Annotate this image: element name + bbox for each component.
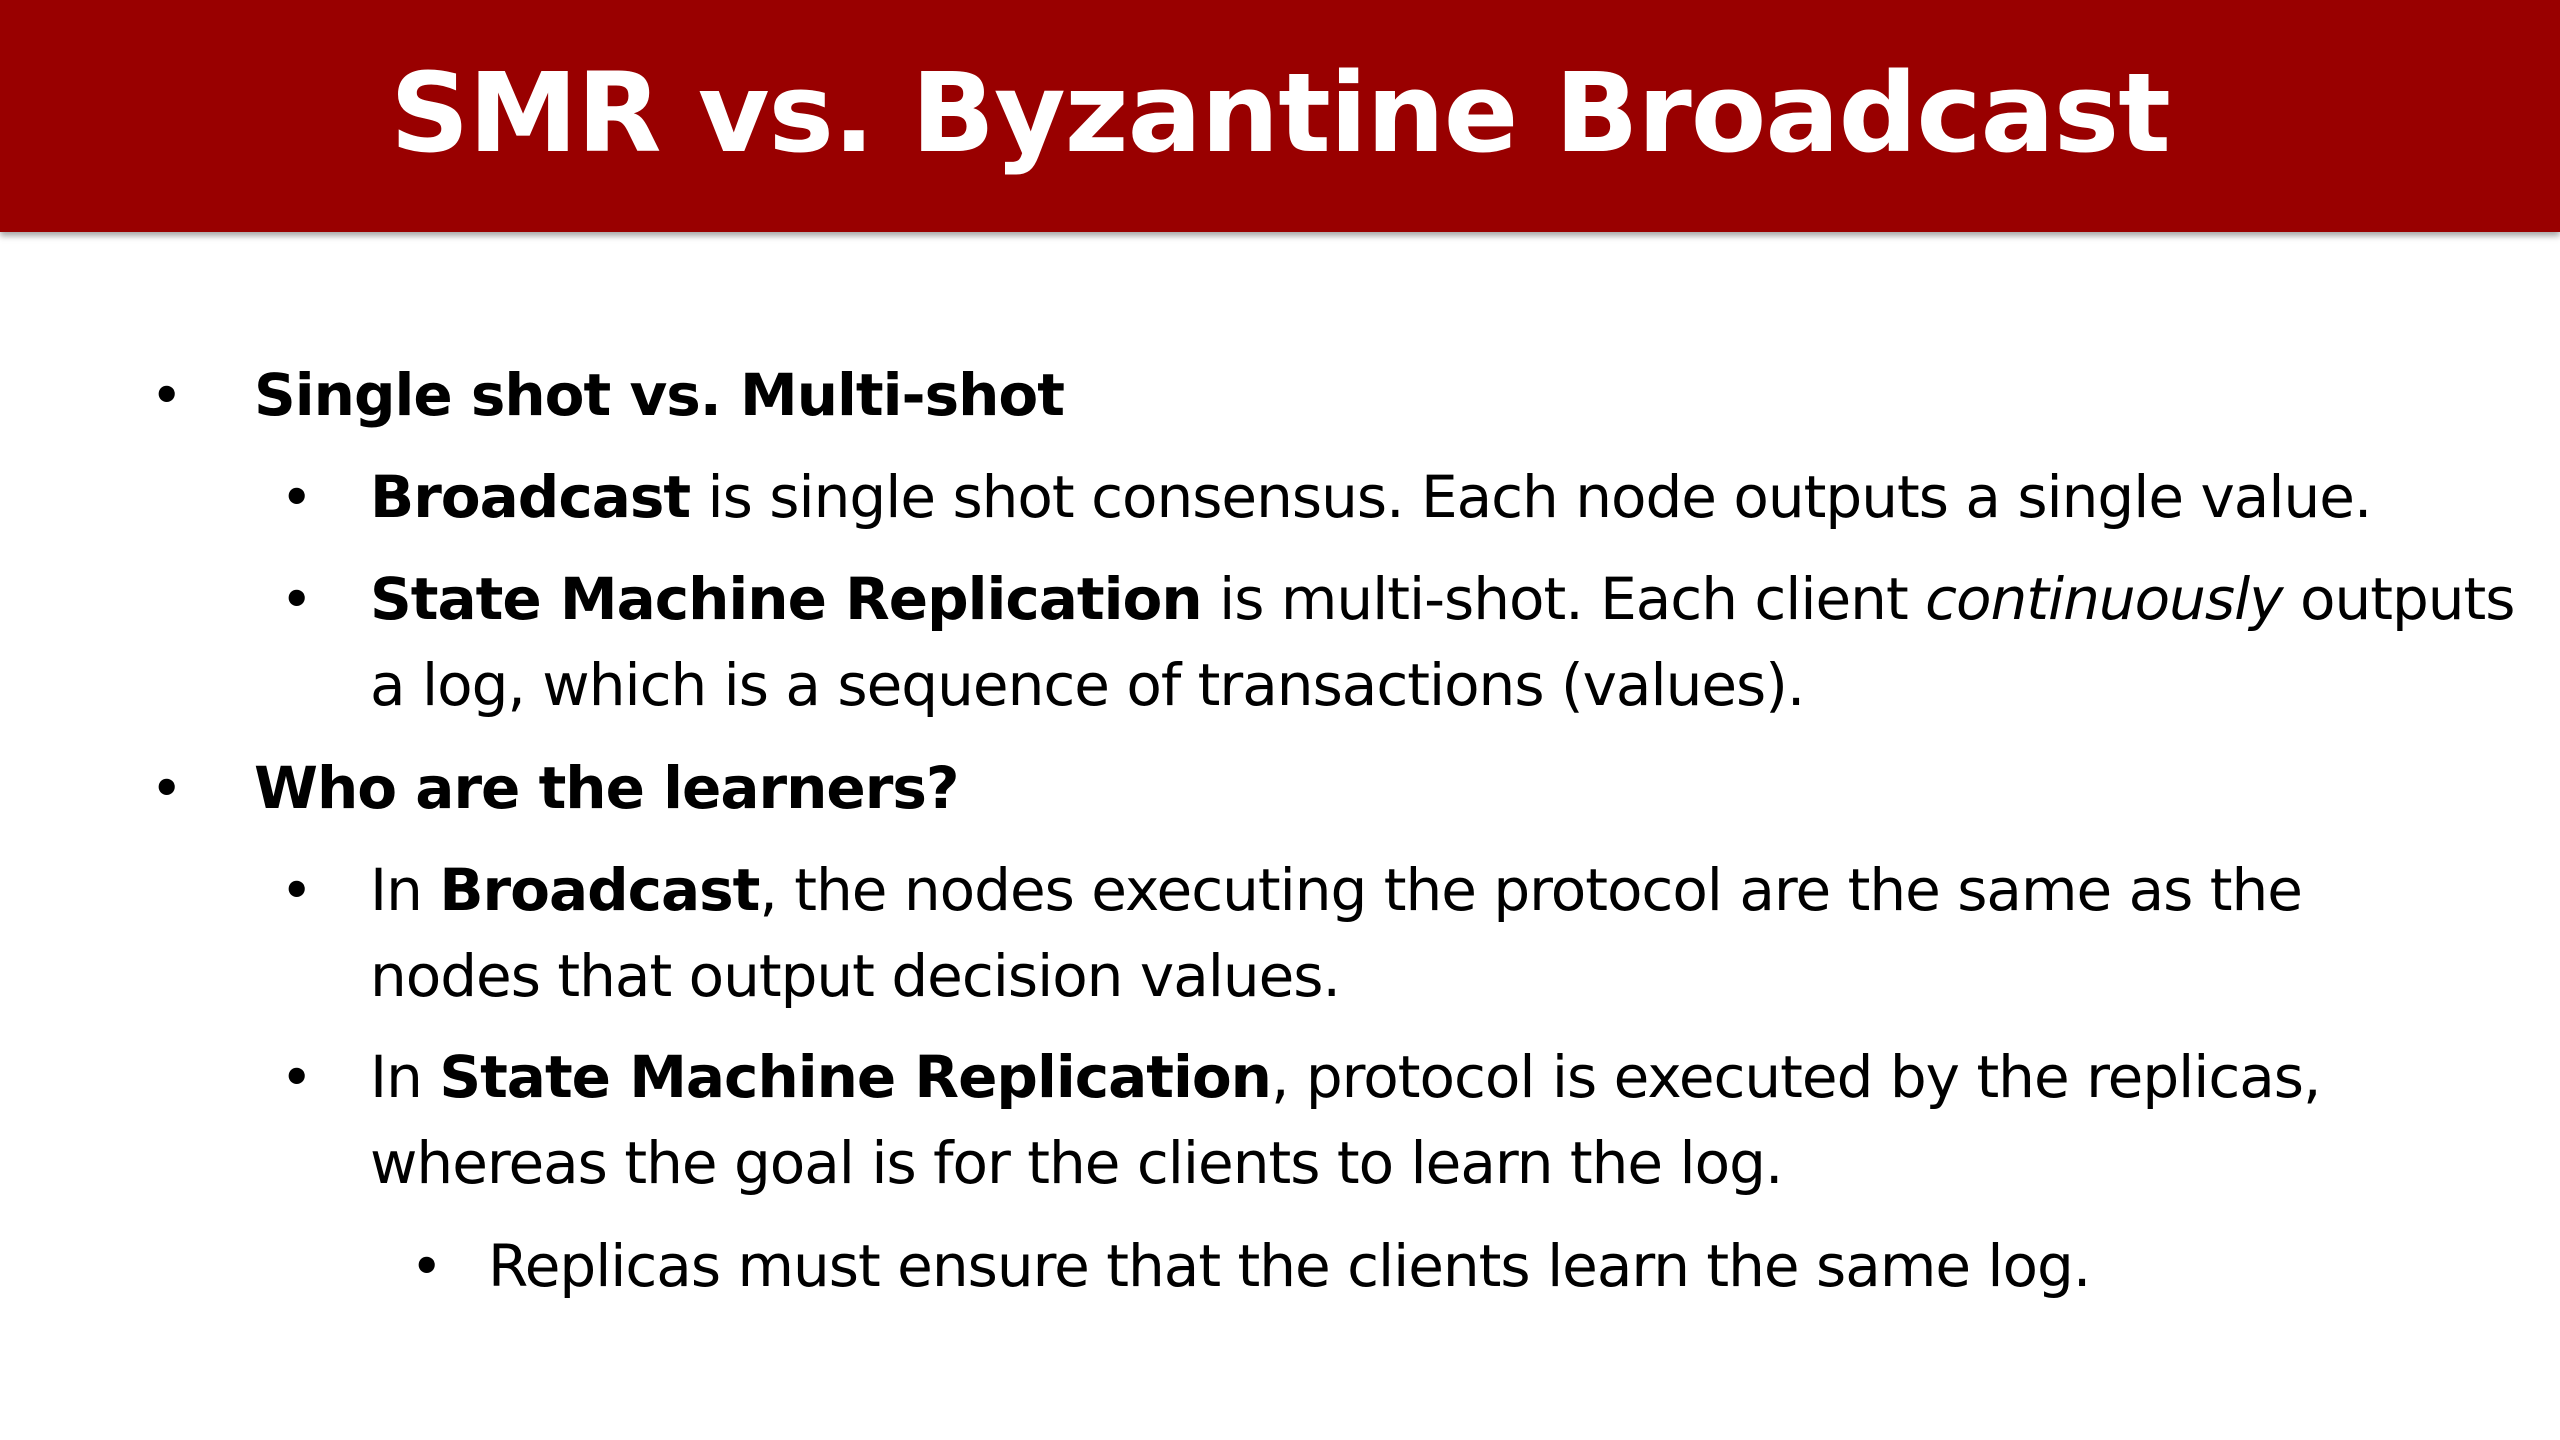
item-text: In Broadcast, the nodes executing the pr… <box>370 847 2303 1019</box>
item-text: Broadcast is single shot consensus. Each… <box>370 454 2373 540</box>
item-rest: is single shot consensus. Each node outp… <box>690 463 2373 531</box>
bullet-section-1: • Single shot vs. Multi-shot <box>148 352 1065 438</box>
item-rest: , the nodes executing the protocol are t… <box>759 856 2303 924</box>
item-rest: is multi-shot. Each client <box>1201 565 1926 633</box>
item-italic: continuously <box>1925 565 2283 633</box>
item-bold-term: Broadcast <box>439 856 760 924</box>
bullet-item-2-1: • In Broadcast, the nodes executing the … <box>276 847 2303 1019</box>
bullet-dot: • <box>152 761 181 815</box>
bullet-item-1-2: • State Machine Replication is multi-sho… <box>276 556 2516 728</box>
bullet-sub-item-2-2-1: • Replicas must ensure that the clients … <box>400 1223 2091 1309</box>
bullet-item-1-1: • Broadcast is single shot consensus. Ea… <box>276 454 2373 540</box>
item-rest: outputs <box>2282 565 2516 633</box>
title-bar: SMR vs. Byzantine Broadcast <box>0 0 2560 232</box>
item-line-2: a log, which is a sequence of transactio… <box>370 651 1805 719</box>
item-prefix: In <box>370 1043 440 1111</box>
bullet-dot: • <box>282 1050 311 1104</box>
item-rest: , protocol is executed by the replicas, <box>1270 1043 2321 1111</box>
section-heading-2: Who are the learners? <box>254 754 959 822</box>
bullet-dot: • <box>282 470 311 524</box>
bullet-dot: • <box>152 368 181 422</box>
bullet-section-2: • Who are the learners? <box>148 745 959 831</box>
item-bold-term: State Machine Replication <box>370 565 1203 633</box>
bullet-dot: • <box>282 572 311 626</box>
slide-body: • Single shot vs. Multi-shot • Broadcast… <box>0 232 2560 1440</box>
item-text: In State Machine Replication, protocol i… <box>370 1034 2321 1206</box>
item-bold-term: Broadcast <box>370 463 691 531</box>
bullet-dot: • <box>282 863 311 917</box>
bullet-dot: • <box>412 1239 441 1293</box>
item-bold-term: State Machine Replication <box>439 1043 1272 1111</box>
item-line-2: whereas the goal is for the clients to l… <box>370 1129 1783 1197</box>
sub-item-text: Replicas must ensure that the clients le… <box>488 1232 2091 1300</box>
slide-title: SMR vs. Byzantine Broadcast <box>390 49 2171 177</box>
bullet-item-2-2: • In State Machine Replication, protocol… <box>276 1034 2321 1206</box>
item-line-2: nodes that output decision values. <box>370 942 1341 1010</box>
section-heading-1: Single shot vs. Multi-shot <box>254 361 1065 429</box>
item-text: State Machine Replication is multi-shot.… <box>370 556 2516 728</box>
item-prefix: In <box>370 856 440 924</box>
